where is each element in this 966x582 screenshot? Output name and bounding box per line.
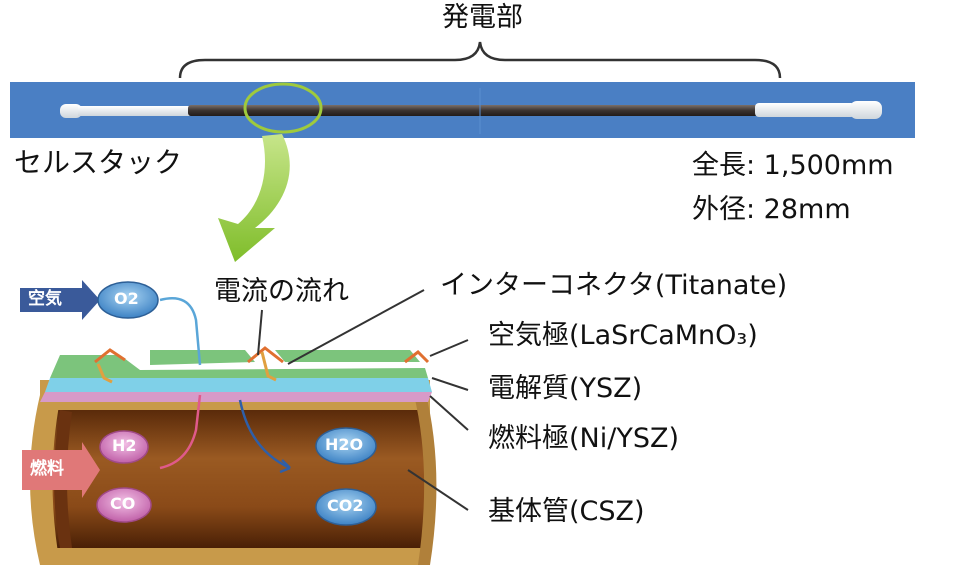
layer-label-substrate-tube: 基体管(CSZ) [488, 496, 645, 527]
layer-label-fuel-electrode: 燃料極(Ni/YSZ) [488, 423, 679, 454]
cell-stack-rod [188, 105, 758, 116]
highlight-ellipse [243, 82, 323, 134]
leader-air-electrode [429, 339, 469, 357]
cell-stack-label: セルスタック [14, 146, 183, 179]
fuel-tag: 燃料 [30, 459, 64, 479]
air-tag: 空気 [28, 289, 62, 309]
co-pill [96, 487, 152, 523]
air-electrode-layer [50, 355, 428, 378]
leader-electrolyte [431, 377, 469, 391]
interconnector-left [94, 348, 126, 364]
layer-label-interconnector: インターコネクタ(Titanate) [440, 270, 788, 301]
h2-pill [99, 430, 149, 464]
co-text: CO [110, 494, 136, 513]
outer-diameter-label: 外径: 28mm [692, 194, 851, 225]
layer-label-air-electrode: 空気極(LaSrCaMnO₃) [488, 320, 758, 351]
leader-current-flow [257, 309, 263, 356]
layer-label-electrolyte: 電解質(YSZ) [488, 373, 643, 404]
fuel-input-arrow [22, 442, 100, 498]
leader-substrate-tube [407, 469, 469, 511]
power-section-label: 発電部 [442, 2, 523, 33]
h2o-pill [315, 427, 377, 465]
interconnector-right [404, 350, 430, 364]
o2-text: O2 [114, 289, 139, 308]
air-input-arrow [20, 280, 100, 320]
electrolyte-layer [45, 378, 432, 392]
substrate-tube [40, 410, 425, 548]
zoom-arrow [218, 134, 290, 262]
power-section-brace [178, 41, 782, 79]
leader-fuel-electrode [429, 395, 469, 431]
h2o-text: H2O [325, 435, 364, 454]
interconnector-mid [247, 346, 284, 364]
fuel-electrode-layer [40, 392, 432, 402]
current-flow-label: 電流の流れ [214, 276, 349, 307]
co2-text: CO2 [327, 496, 364, 515]
total-length-label: 全長: 1,500mm [692, 150, 894, 181]
co2-pill [315, 488, 377, 526]
leader-interconnector [287, 289, 425, 365]
o2-pill [97, 281, 159, 319]
h2-text: H2 [112, 436, 137, 455]
